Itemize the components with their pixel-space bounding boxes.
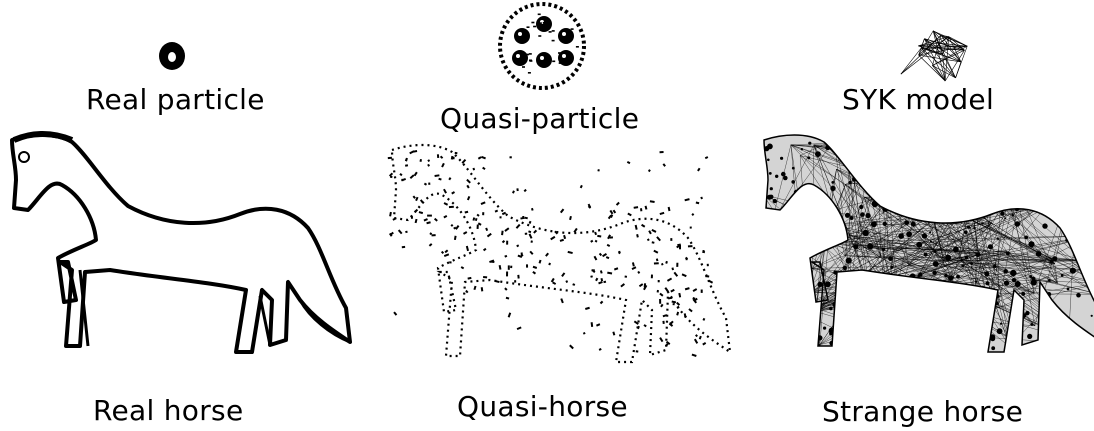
quasi-horse-label: Quasi-horse — [457, 391, 628, 423]
real-particle-icon — [159, 42, 185, 70]
syk-model-label: SYK model — [842, 84, 994, 116]
quasi-particle-icon — [500, 4, 584, 88]
strange-horse-label: Strange horse — [822, 396, 1023, 428]
quasi-horse-drawing — [388, 145, 730, 362]
real-horse-label: Real horse — [93, 395, 243, 427]
real-horse-drawing — [12, 134, 350, 352]
strange-horse-drawing — [760, 132, 1094, 352]
quasi-particle-dots — [512, 14, 579, 74]
syk-model-icon — [901, 31, 967, 81]
quasi-particle-label: Quasi-particle — [440, 103, 639, 135]
real-particle-label: Real particle — [86, 84, 265, 116]
quasi-horse-dots — [388, 150, 713, 357]
